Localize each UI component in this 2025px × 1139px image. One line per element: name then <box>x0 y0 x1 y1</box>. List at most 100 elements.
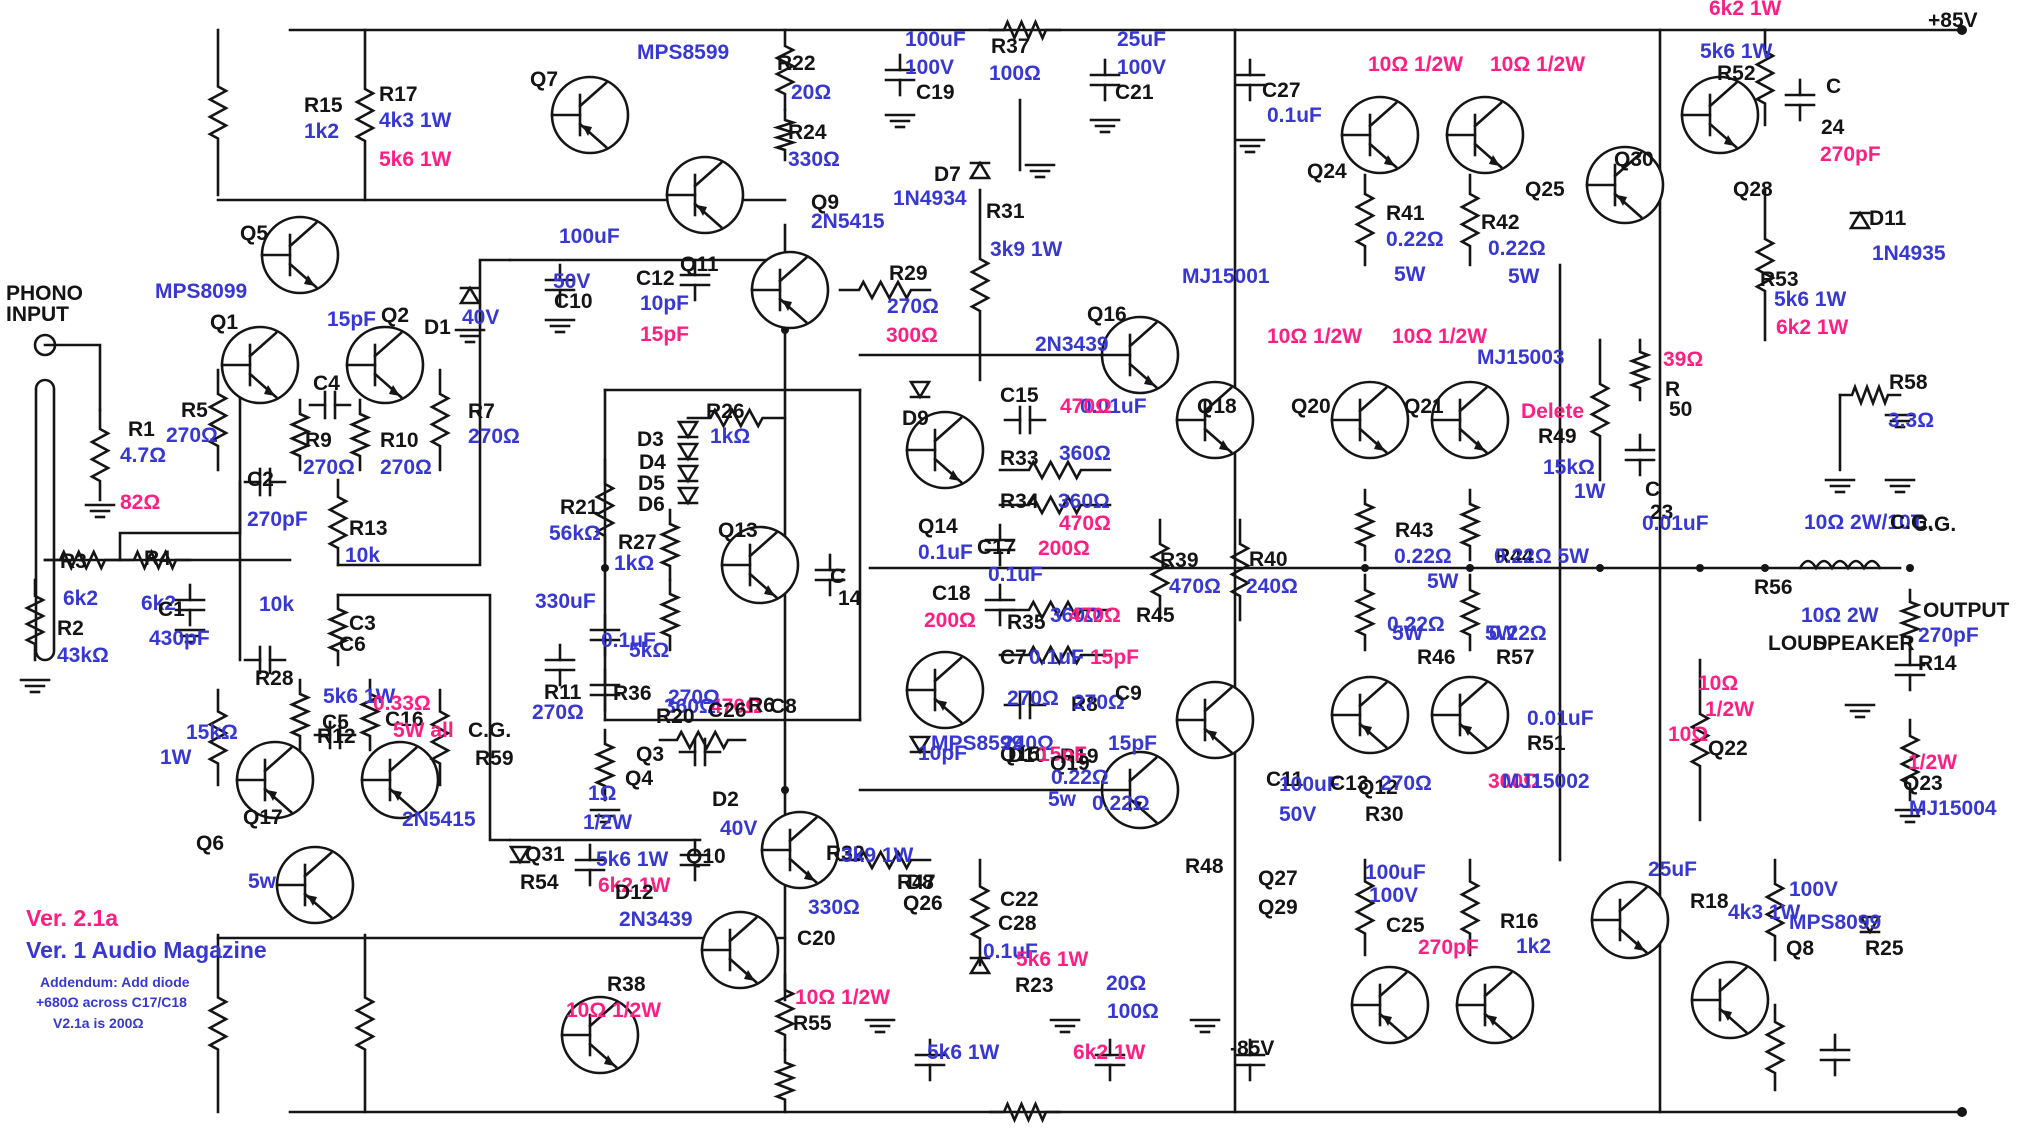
transistor-arrow <box>744 970 755 981</box>
label-q8-type: MPS8099 <box>1789 911 1881 934</box>
label-input: INPUT <box>6 303 69 326</box>
label-r57-value: 10Ω 2W <box>1801 604 1879 627</box>
label-r36-value: 360Ω <box>664 695 716 718</box>
label-r8-value: 270Ω <box>1073 691 1125 714</box>
label-r7-value: 270Ω <box>468 425 520 448</box>
label-r54: R54 <box>520 871 559 894</box>
resistor-r53 <box>1754 188 1776 342</box>
resistor-r39 <box>1149 518 1171 622</box>
label-r40-value: 240Ω <box>1246 575 1298 598</box>
resistor-r59 <box>1899 718 1921 802</box>
label-r52-mod: 6k2 1W <box>1709 0 1782 20</box>
label-r22-value: 20Ω <box>791 81 831 104</box>
ground-c21 <box>1089 118 1121 134</box>
label-c6-value: 330uF <box>535 590 596 613</box>
label-r44: R44 <box>1495 545 1534 568</box>
capacitor-c1 <box>174 583 206 627</box>
capacitor-c13 <box>679 838 711 882</box>
label-r39-value: 470Ω <box>1169 575 1221 598</box>
label-r17-value: 4k3 1W <box>379 109 452 132</box>
capacitor-c27 <box>1234 58 1266 102</box>
label-r45: R45 <box>1136 604 1175 627</box>
resistor-r11 <box>288 678 312 752</box>
label-r32-value: 3k9 1W <box>841 844 914 867</box>
resistor-r24 <box>772 108 798 162</box>
capacitor-c9 <box>678 737 722 767</box>
label-q18: Q18 <box>1197 395 1237 418</box>
resistor-r51 <box>1689 658 1711 822</box>
label-d5: D5 <box>638 472 665 495</box>
capacitor-c22 <box>1094 1038 1126 1082</box>
resistor-r14 <box>326 593 350 667</box>
label-d4: D4 <box>639 451 666 474</box>
label-r34-value: 360Ω <box>1058 490 1110 513</box>
transistor-collector <box>1483 971 1513 998</box>
components <box>19 18 1926 1124</box>
transistor-collector <box>388 746 418 773</box>
transistor-q31 <box>1590 880 1670 960</box>
label-c10-voltage: 50V <box>553 270 590 293</box>
label-r50-b: 50 <box>1669 398 1692 421</box>
diode-d12 <box>1858 915 1882 935</box>
resistor-r4 <box>118 548 192 572</box>
ground-c10 <box>544 318 576 334</box>
label-c25: C25 <box>1386 914 1425 937</box>
label-c23-b: 23 <box>1650 501 1673 524</box>
resistor-r58 <box>1838 383 1902 407</box>
transistor-collector <box>578 81 608 108</box>
label-r26: R26 <box>706 400 745 423</box>
label-r35-value: 360Ω <box>1050 604 1102 627</box>
label-r37-value: 100Ω <box>989 62 1041 85</box>
label-r7: R7 <box>468 400 495 423</box>
label-q15: Q15 <box>1000 743 1040 766</box>
label-r18-value: 4k3 1W <box>1728 901 1801 924</box>
label-r11-value: 270Ω <box>532 701 584 724</box>
transistor-arrow <box>1374 440 1385 451</box>
transistor-collector <box>933 656 963 683</box>
label-cg-2: C.G. <box>1890 511 1933 534</box>
resistor-r29 <box>838 279 932 301</box>
label-r6-value: 270Ω <box>1007 687 1059 710</box>
transistor-arrow <box>1384 155 1395 166</box>
label-q3-type: MPS8599 <box>931 732 1023 755</box>
capacitor-c2 <box>243 467 287 497</box>
capacitor-c14 <box>814 553 846 597</box>
ground-c28 <box>1189 1018 1221 1034</box>
label-c14-a: C <box>830 565 845 588</box>
resistor-r15 <box>207 28 229 197</box>
resistor-r20 <box>658 729 747 751</box>
label-q8: Q8 <box>1786 937 1814 960</box>
label-r23: R23 <box>1015 974 1054 997</box>
label-r5-value: 270Ω <box>166 424 218 447</box>
label-c9-value: 15pF <box>1108 732 1157 755</box>
transistor-q20 <box>1330 380 1410 460</box>
label-d8: D8 <box>907 871 934 894</box>
capacitor-c6 <box>589 613 621 657</box>
label-q7: Q7 <box>530 68 558 91</box>
resistor-r27 <box>658 508 682 582</box>
label-r21: R21 <box>560 496 599 519</box>
label-c15: C15 <box>1000 384 1039 407</box>
label-loud: LOUD- <box>1768 632 1835 655</box>
resistor-r10 <box>348 398 372 472</box>
label-r30-value: 270Ω <box>1380 772 1432 795</box>
label-c19-voltage: 100V <box>905 56 954 79</box>
label-q16: Q16 <box>1087 303 1127 326</box>
label-r22: R22 <box>777 52 816 75</box>
capacitor-c23 <box>1624 433 1656 477</box>
resistor-r33 <box>998 459 1112 481</box>
label-c10-value: 100uF <box>559 225 620 248</box>
addendum-line-3: V2.1a is 200Ω <box>53 1015 144 1031</box>
resistor-r6 <box>207 688 229 787</box>
label-r30-mod: 300Ω <box>1488 770 1540 793</box>
label-r54-mod: 6k2 1W <box>598 874 671 897</box>
label-r41: R41 <box>1386 202 1425 225</box>
label-r49-value: 15kΩ <box>1543 456 1595 479</box>
label-c4-value: 15pF <box>327 308 376 331</box>
label-phono: PHONO <box>6 282 83 305</box>
capacitor-c10 <box>544 263 576 307</box>
label-r26-value: 1kΩ <box>710 425 750 448</box>
label-c3: C3 <box>349 612 376 635</box>
label-r11: R11 <box>544 681 582 704</box>
label-r33-mod: 470Ω <box>1060 395 1112 418</box>
